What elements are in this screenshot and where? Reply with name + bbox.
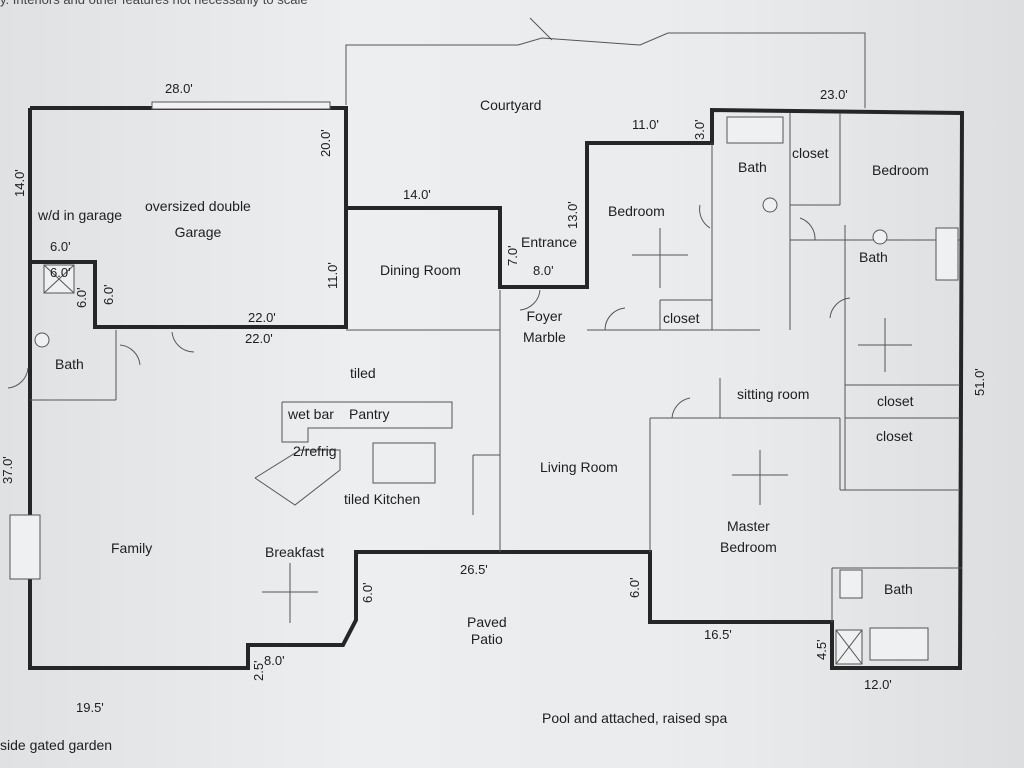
room-wet-bar: wet bar xyxy=(288,406,334,422)
toilet-left xyxy=(34,332,50,348)
garden-note: side gated garden xyxy=(0,737,113,753)
room-closet-top: closet xyxy=(792,145,829,161)
fireplace xyxy=(9,514,41,580)
courtyard-fence xyxy=(345,32,866,108)
toilet-front xyxy=(762,197,778,213)
room-family: Family xyxy=(111,540,153,556)
room-closet-mid: closet xyxy=(877,393,914,409)
dim-closet-depth-a: 6.0' xyxy=(74,287,89,308)
kitchen-island xyxy=(254,449,341,506)
interior-walls xyxy=(30,113,962,622)
dim-entrance-width: 8.0' xyxy=(533,263,554,278)
dim-closet-inner: 6.0' xyxy=(50,265,71,280)
header-note: y. Interiors and other features not nece… xyxy=(0,0,308,8)
room-wd-garage: w/d in garage xyxy=(38,207,123,223)
door-swings xyxy=(7,204,851,419)
dim-left-depth: 37.0' xyxy=(0,456,15,484)
sink-right xyxy=(872,229,888,245)
dim-dining-width: 14.0' xyxy=(403,187,431,202)
dim-left-top: 14.0' xyxy=(12,169,27,197)
dim-right-depth: 51.0' xyxy=(972,368,987,396)
north-wall-center xyxy=(28,107,965,670)
dim-entrance-jog: 7.0' xyxy=(505,245,520,266)
dim-closet-depth-b: 6.0' xyxy=(101,284,116,305)
dim-garage-bottom-b: 22.0' xyxy=(245,331,273,346)
dim-bath-jog: 3.0' xyxy=(692,119,707,140)
room-breakfast: Breakfast xyxy=(265,544,325,560)
dim-garage-side: 11.0' xyxy=(325,262,340,289)
dim-closet-width: 6.0' xyxy=(50,239,71,254)
ceiling-fans xyxy=(262,228,912,623)
dim-patio-right: 6.0' xyxy=(627,577,642,598)
dim-garage-bottom-a: 22.0' xyxy=(248,310,276,325)
room-master: Master Bedroom xyxy=(720,518,777,555)
bathtub-right xyxy=(935,227,959,281)
room-bath-left: Bath xyxy=(55,356,84,372)
garage-door xyxy=(151,101,331,110)
room-entrance: Entrance xyxy=(521,234,578,250)
toilet-master xyxy=(839,569,863,599)
room-bath-master: Bath xyxy=(884,581,913,597)
room-dining: Dining Room xyxy=(380,262,461,278)
dim-master-width: 16.5' xyxy=(704,627,732,642)
pool-note: Pool and attached, raised spa xyxy=(542,710,728,726)
room-foyer: Foyer Marble xyxy=(523,308,566,345)
room-refrig: 2/refrig xyxy=(293,443,337,459)
courtyard-gate xyxy=(529,17,553,41)
dim-breakfast-jog: 2.5' xyxy=(251,660,266,681)
room-closet-bedroom: closet xyxy=(663,310,700,326)
room-living: Living Room xyxy=(540,459,618,475)
room-bedroom-right: Bedroom xyxy=(872,162,929,178)
dim-garage-width: 28.0' xyxy=(165,81,193,96)
dim-bath-jog-bottom: 4.5' xyxy=(814,639,829,660)
room-bath-right: Bath xyxy=(859,249,888,265)
room-pantry: Pantry xyxy=(349,406,390,422)
wet-bar-counter xyxy=(281,401,453,443)
room-bedroom-front: Bedroom xyxy=(608,203,665,219)
room-bath-front: Bath xyxy=(738,159,767,175)
dim-family-width: 19.5' xyxy=(76,700,104,715)
room-patio: Paved Patio xyxy=(467,614,507,647)
dim-entrance-depth: 13.0' xyxy=(565,201,580,229)
dim-breakfast-width: 8.0' xyxy=(264,653,285,668)
room-tiled: tiled xyxy=(350,365,376,381)
bathtub-front xyxy=(726,116,784,144)
room-courtyard: Courtyard xyxy=(480,97,542,113)
room-closet-master: closet xyxy=(876,428,913,444)
room-sitting: sitting room xyxy=(737,386,810,402)
dim-garage-depth: 20.0' xyxy=(318,129,333,157)
room-garage: oversized double Garage xyxy=(145,198,251,240)
dim-bedroom-width: 11.0' xyxy=(632,117,659,132)
bathtub-master xyxy=(869,627,929,661)
kitchen-cooktop xyxy=(372,442,436,484)
dim-patio-left: 6.0' xyxy=(360,582,375,603)
dim-bath-width: 12.0' xyxy=(864,677,892,692)
dim-patio-width: 26.5' xyxy=(460,562,488,577)
room-kitchen: tiled Kitchen xyxy=(344,491,421,507)
dim-right-width: 23.0' xyxy=(820,87,848,102)
